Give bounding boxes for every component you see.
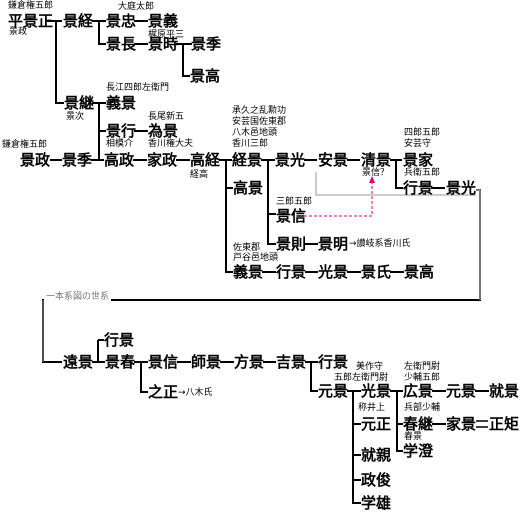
- note-sagami: 相模介: [106, 139, 134, 149]
- person-tookage: 遠景: [63, 353, 94, 371]
- note-harutsugu: 春景: [404, 432, 423, 442]
- person-kagemitsu1: 景光: [275, 151, 306, 169]
- note-shirou-goro: 四郎五郎: [404, 128, 441, 138]
- person-katakage: 方景: [234, 353, 265, 371]
- person-taira-kagemasa: 平景正: [8, 12, 54, 30]
- person-takakage: 高景: [233, 179, 264, 197]
- person-kagetada: 景忠: [106, 12, 137, 30]
- note-kamakura2: 鎌倉権五郎: [2, 140, 48, 150]
- note-ichiban: 一本系図の世系: [44, 292, 112, 302]
- person-kagetaka2: 景高: [404, 263, 435, 281]
- note-tonoharu: 戸谷邑地頭: [233, 253, 279, 263]
- person-iemasa: 家政: [147, 151, 178, 169]
- person-kagenaga: 景長: [106, 35, 137, 53]
- note-hyoe-goro: 兵衛五郎: [404, 168, 441, 178]
- note-keiji: 景次: [66, 112, 85, 122]
- person-kagemasa2: 景政: [20, 151, 51, 169]
- person-kagenobu2: 景信: [148, 353, 179, 371]
- person-kagetaka1: 景高: [190, 67, 221, 85]
- person-mitsukage2: 光景: [361, 382, 392, 400]
- person-yoshikage1: 義景: [106, 94, 137, 112]
- note-yasui: 称井上: [358, 403, 386, 413]
- note-aki-kami: 安芸守: [404, 139, 432, 149]
- person-kagenobu1: 景信: [276, 207, 307, 225]
- note-hyobu: 兵部少輔: [404, 403, 441, 413]
- person-kagesue2: 景季: [62, 151, 93, 169]
- person-narichika: 就親: [361, 446, 392, 464]
- person-kagesue: 景季: [191, 35, 222, 53]
- person-harutsugu: 春継: [403, 415, 434, 433]
- person-kagemitsu2: 景光: [446, 179, 477, 197]
- person-motokage2: 元景: [446, 382, 477, 400]
- note-goro-saemon: 五郎左衛門尉: [334, 373, 389, 383]
- person-takatsune: 高経: [190, 151, 221, 169]
- person-koremasa: 之正: [148, 383, 179, 401]
- person-kageaki: 景明: [318, 235, 349, 253]
- person-motomasa: 元正: [361, 415, 392, 433]
- note-aki-sato: 安芸国佐東郡: [232, 117, 287, 127]
- person-narikage: 就景: [489, 382, 520, 400]
- note-yagi: 八木邑地頭: [232, 128, 278, 138]
- person-kageyuki: 景行: [106, 122, 137, 140]
- note-saemon: 左衛門尉: [404, 362, 441, 372]
- note-keisei: 景政: [9, 27, 28, 37]
- person-keiharu: 景春: [105, 353, 136, 371]
- person-takamasa: 高政: [104, 151, 135, 169]
- person-kagetsugu: 景継: [64, 94, 95, 112]
- note-oniwa: 大庭太郎: [118, 2, 155, 12]
- note-jokyu: 承久之乱勲功: [232, 106, 287, 116]
- person-keisei: 景経: [63, 12, 94, 30]
- note-mimasaka: 美作守: [356, 362, 384, 372]
- person-iekage: 家景: [446, 415, 477, 433]
- person-yukikage2: 行景: [276, 263, 307, 281]
- person-kiyokage: 清景: [361, 151, 392, 169]
- person-masamichi: 正矩: [489, 415, 520, 433]
- note-kajiwara: 梶原平三: [148, 30, 185, 40]
- person-kageyoshi: 景義: [148, 12, 179, 30]
- note-saburo-goro: 三郎五郎: [276, 197, 313, 207]
- person-yasukage: 安景: [318, 151, 349, 169]
- note-kagawa-gon: 香川権大夫: [148, 139, 194, 149]
- person-yukikage3: 行景: [104, 331, 135, 349]
- person-motokage: 元景: [318, 382, 349, 400]
- person-mitsukage: 光景: [318, 263, 349, 281]
- person-kagenori: 景則: [276, 235, 307, 253]
- person-yoshikage2: 義景: [233, 263, 264, 281]
- note-kiyokage: 景信？: [362, 168, 390, 178]
- note-takatsune: 経高: [190, 170, 209, 180]
- person-yukikage4: 行景: [318, 353, 349, 371]
- note-yagi-arrow: →八木氏: [178, 388, 213, 398]
- note-kagawa-saburo: 香川三郎: [232, 139, 269, 149]
- person-kageuji: 景氏: [361, 263, 392, 281]
- person-hirokage: 広景: [403, 382, 434, 400]
- person-kageie: 景家: [403, 151, 434, 169]
- person-kagetsune: 経景: [232, 151, 263, 169]
- note-sanuki: →讃岐系香川氏: [349, 239, 411, 249]
- person-tamekage: 為景: [148, 122, 179, 140]
- person-masatoshi: 政俊: [361, 471, 392, 489]
- note-shosuke: 少輔五郎: [404, 373, 441, 383]
- person-gakuyu: 学雄: [361, 494, 392, 512]
- person-yukikage1: 行景: [403, 179, 434, 197]
- note-nagae: 長江四郎左衛門: [106, 83, 170, 93]
- person-yoshikage3: 吉景: [276, 353, 307, 371]
- note-sato-gun: 佐東郡: [233, 243, 261, 253]
- person-gakucho: 学澄: [403, 442, 434, 460]
- note-kamakura: 鎌倉権五郎: [8, 1, 54, 11]
- person-kagetoki: 景時: [148, 35, 179, 53]
- person-morokage: 師景: [191, 353, 222, 371]
- note-nagao: 長尾新五: [148, 112, 185, 122]
